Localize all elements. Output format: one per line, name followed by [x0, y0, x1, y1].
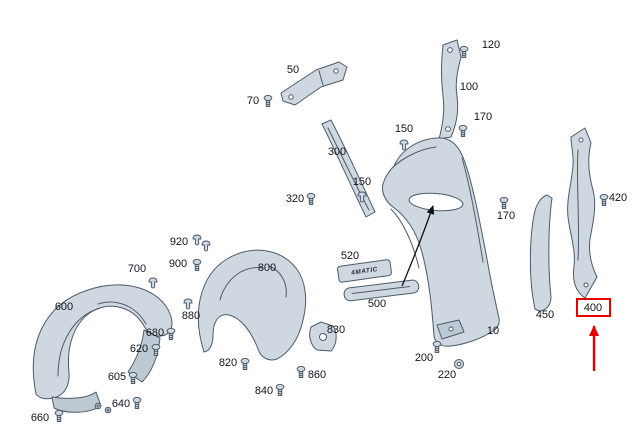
- badge-520-part: 4MATIC: [337, 259, 392, 283]
- part-label-660[interactable]: 660: [31, 412, 49, 424]
- part-label-220[interactable]: 220: [438, 369, 456, 381]
- bracket-100-part: [438, 39, 462, 140]
- bracket-830-part: [309, 321, 337, 352]
- clip-icon: [201, 240, 211, 252]
- bracket-50-part: [280, 61, 348, 106]
- part-label-620[interactable]: 620: [130, 343, 148, 355]
- fender-part: [382, 137, 500, 347]
- part-label-640[interactable]: 640: [112, 398, 130, 410]
- part-label-400-highlighted[interactable]: 400: [584, 302, 602, 314]
- part-label-120[interactable]: 120: [482, 39, 500, 51]
- part-label-320[interactable]: 320: [286, 193, 304, 205]
- strip-500-part: [343, 279, 420, 302]
- strip-450-part: [529, 194, 553, 312]
- part-label-800[interactable]: 800: [258, 262, 276, 274]
- screw-icon: [432, 340, 442, 353]
- part-label-100[interactable]: 100: [460, 81, 478, 93]
- screw-icon: [166, 327, 176, 340]
- part-label-150-lower[interactable]: 150: [353, 176, 371, 188]
- part-label-200[interactable]: 200: [415, 352, 433, 364]
- screw-icon: [240, 357, 250, 370]
- badge-4matic-text: 4MATIC: [350, 266, 378, 277]
- screw-icon: [54, 409, 64, 422]
- part-label-300[interactable]: 300: [328, 146, 346, 158]
- callout-arrow: [401, 205, 435, 287]
- part-label-605[interactable]: 605: [108, 371, 126, 383]
- clip-icon: [192, 234, 202, 246]
- part-label-700[interactable]: 700: [128, 263, 146, 275]
- part-label-680[interactable]: 680: [146, 327, 164, 339]
- wheel-arch-liner-rear-part: [197, 249, 307, 361]
- clip-icon: [399, 139, 409, 151]
- part-label-840[interactable]: 840: [255, 385, 273, 397]
- highlight-box: [576, 298, 611, 317]
- wheel-arch-liner-front-part: [32, 284, 173, 413]
- part-label-880[interactable]: 880: [182, 310, 200, 322]
- part-label-420[interactable]: 420: [609, 192, 627, 204]
- screw-icon: [599, 193, 609, 206]
- screw-icon: [306, 192, 316, 205]
- part-label-600[interactable]: 600: [55, 301, 73, 313]
- screw-icon: [296, 365, 306, 378]
- part-label-830[interactable]: 830: [327, 324, 345, 336]
- part-label-860[interactable]: 860: [308, 369, 326, 381]
- nut-icon: [94, 402, 102, 410]
- clip-icon: [183, 298, 193, 310]
- part-label-920[interactable]: 920: [170, 236, 188, 248]
- part-label-170-lower[interactable]: 170: [497, 210, 515, 222]
- bracket-400-part: [567, 127, 598, 299]
- part-label-450[interactable]: 450: [536, 309, 554, 321]
- part-label-50[interactable]: 50: [287, 64, 299, 76]
- part-label-70[interactable]: 70: [247, 95, 259, 107]
- clip-icon: [148, 277, 158, 289]
- part-label-150-upper[interactable]: 150: [395, 123, 413, 135]
- nut-icon: [104, 406, 112, 414]
- part-label-900[interactable]: 900: [169, 258, 187, 270]
- screw-icon: [263, 94, 273, 107]
- part-label-820[interactable]: 820: [219, 357, 237, 369]
- screw-icon: [192, 258, 202, 271]
- part-label-500[interactable]: 500: [368, 298, 386, 310]
- screw-icon: [275, 383, 285, 396]
- grommet-icon: [454, 359, 464, 369]
- part-label-520[interactable]: 520: [341, 250, 359, 262]
- part-label-10[interactable]: 10: [487, 325, 499, 337]
- screw-icon: [459, 45, 469, 58]
- strip-300-part: [321, 119, 376, 218]
- screw-icon: [499, 196, 509, 209]
- part-label-170-upper[interactable]: 170: [474, 111, 492, 123]
- screw-icon: [132, 396, 142, 409]
- screw-icon: [458, 124, 468, 137]
